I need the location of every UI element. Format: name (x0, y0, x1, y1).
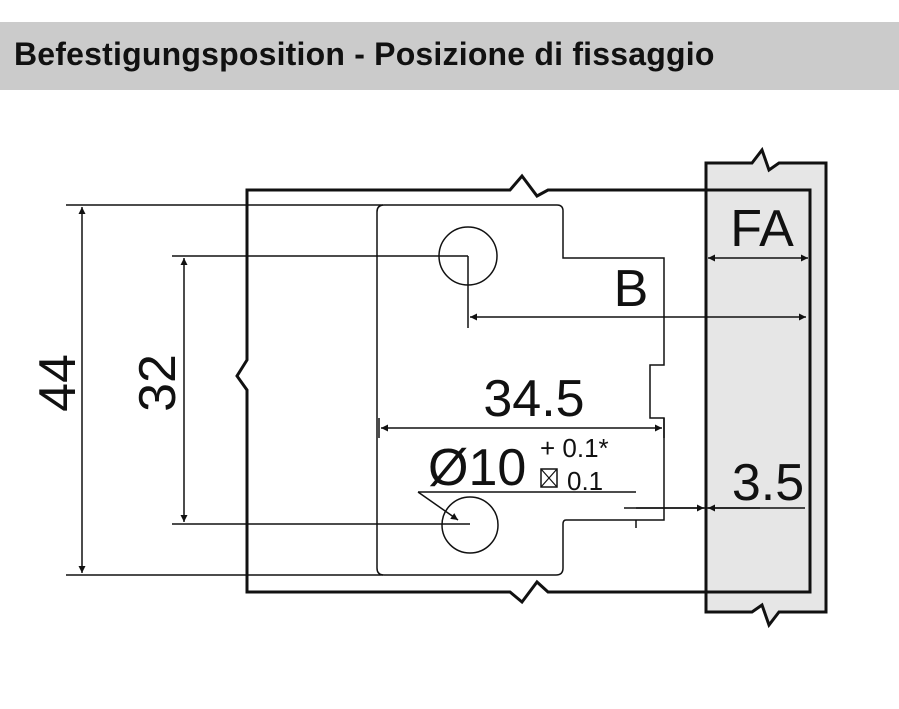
title-bar (0, 22, 899, 90)
dim-fa-label: FA (730, 200, 794, 258)
hole-bottom (441, 496, 499, 554)
dim-44-label: 44 (29, 354, 87, 412)
tolerance-symbol-icon (540, 468, 558, 488)
dimension-lines (78, 207, 808, 573)
dim-32-label: 32 (129, 354, 187, 412)
drawer-body (235, 173, 812, 605)
dim-tol-plus: + 0.1* (540, 433, 609, 463)
dia-leader (417, 491, 459, 521)
page-title: Befestigungsposition - Posizione di fiss… (14, 36, 715, 72)
dim-345-label: 34.5 (483, 370, 584, 428)
dim-35-label: 3.5 (732, 454, 804, 512)
dim-tol-minus: 0.1 (567, 466, 603, 496)
dim-diameter-label: Ø10 (428, 439, 526, 497)
side-panel (704, 146, 828, 629)
extension-lines (66, 204, 805, 576)
mounting-plate (376, 204, 665, 576)
dim-b-label: B (614, 260, 649, 318)
tolerance-symbol-cross (540, 468, 558, 488)
